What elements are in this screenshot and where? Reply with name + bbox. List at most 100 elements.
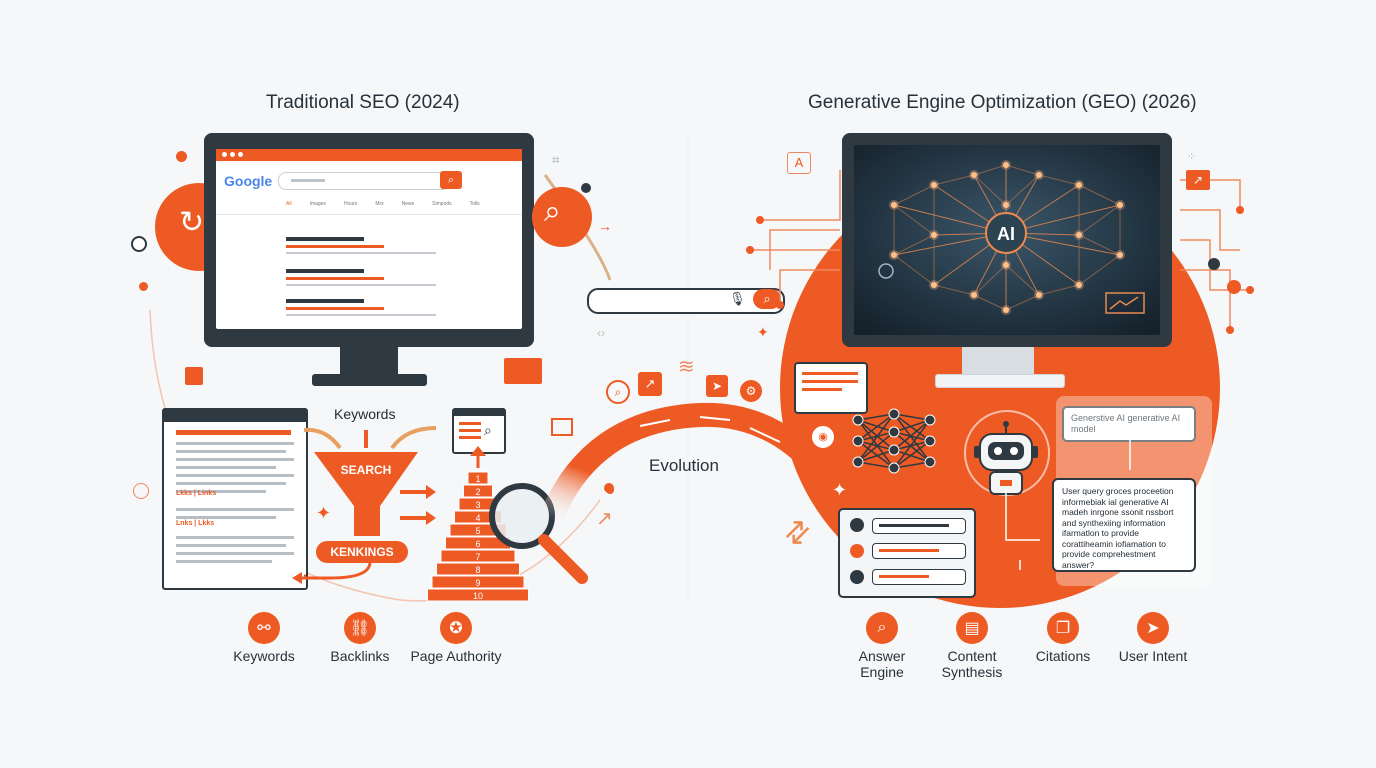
- tab-mrs[interactable]: Mrs: [375, 201, 384, 207]
- code-icon: ‹›: [597, 326, 605, 340]
- google-logo: Google: [224, 173, 273, 189]
- browser-window: Google ⌕ All Images Hours Mrs News Simpo…: [216, 149, 522, 329]
- network-node: [1076, 232, 1082, 238]
- microphone-icon: 🎙: [729, 291, 746, 306]
- network-node: [891, 202, 897, 208]
- browser-titlebar: [216, 149, 522, 161]
- rank-arrows: [400, 485, 436, 525]
- footer-item-page-authority: ✪: [440, 612, 472, 644]
- center-search-bar[interactable]: 🎙 ⌕: [587, 288, 785, 314]
- ladder-step: [427, 588, 529, 602]
- search-button[interactable]: ⌕: [753, 289, 781, 309]
- search-result[interactable]: [286, 269, 436, 286]
- network-node: [1003, 262, 1009, 268]
- orange-dot: [176, 151, 187, 162]
- orange-dot: [604, 483, 614, 493]
- search-input[interactable]: [278, 172, 450, 190]
- network-node: [891, 252, 897, 258]
- ai-label: AI: [997, 224, 1015, 244]
- tab-simpods[interactable]: Simpods: [432, 201, 452, 207]
- tab-all[interactable]: All: [286, 201, 292, 207]
- search-result[interactable]: [286, 237, 436, 254]
- network-node: [1003, 162, 1009, 168]
- footer-item-citations: ❐: [1047, 612, 1079, 644]
- search-icon: ⌕: [544, 195, 561, 228]
- monitor-base: [935, 374, 1065, 388]
- left-monitor: Google ⌕ All Images Hours Mrs News Simpo…: [204, 133, 534, 347]
- ladder-number: 2: [475, 487, 480, 497]
- neural-network-icon: [852, 408, 936, 474]
- expand-icon: ⌗: [552, 152, 560, 167]
- network-node: [1036, 172, 1042, 178]
- network-node: [1117, 202, 1123, 208]
- ladder-number: 6: [475, 539, 480, 549]
- fire-icon: ≋: [678, 356, 695, 378]
- connector-lines: [1005, 440, 1131, 570]
- nn-node: [852, 435, 864, 447]
- chat-list-card: [838, 508, 976, 598]
- gear-icon: ⚙: [740, 380, 762, 402]
- search-result[interactable]: [286, 299, 436, 316]
- sparkle-icon: ✦: [757, 324, 769, 340]
- ladder-step: [431, 575, 525, 589]
- tab-images[interactable]: Images: [309, 201, 326, 207]
- left-title: Traditional SEO (2024): [266, 92, 460, 113]
- answer-bubble: User query groces proceetion informebiak…: [1052, 478, 1196, 572]
- dots-icon: ⁘: [1187, 151, 1197, 163]
- monitor-neck: [340, 347, 398, 375]
- monitor-neck: [962, 347, 1034, 375]
- tab-news[interactable]: News: [401, 201, 415, 207]
- right-title: Generative Engine Optimization (GEO) (20…: [808, 92, 1197, 113]
- footer-label: Backlinks: [330, 648, 390, 664]
- monitor-base: [312, 374, 427, 386]
- arrow-up-icon: ↗: [596, 508, 613, 530]
- ladder-number: 5: [475, 526, 480, 536]
- chart-up-icon: ↗: [638, 372, 662, 396]
- ladder-step: [440, 549, 516, 563]
- dark-dot: [581, 183, 591, 193]
- chain-icon: ⛓: [344, 612, 376, 644]
- orange-dot: [1227, 280, 1241, 294]
- ladder-number: 9: [475, 578, 480, 588]
- keywords-label: Keywords: [334, 406, 396, 422]
- footer-label: Citations: [1035, 648, 1091, 664]
- footer-label: Page Authority: [410, 648, 502, 664]
- return-arrow: [292, 561, 372, 584]
- footer-label: User Intent: [1118, 648, 1188, 664]
- nn-node: [888, 426, 900, 438]
- doc-links: Lnks | Lkks: [176, 520, 215, 527]
- browser-tabs: All Images Hours Mrs News Simpods Tolls: [286, 201, 480, 207]
- seo-document: Lkks | Links Lnks | Lkks: [162, 408, 308, 590]
- network-node: [1076, 182, 1082, 188]
- ladder-number: 1: [475, 474, 480, 484]
- model-bubble: Generstive AI generative AI model: [1062, 406, 1196, 442]
- nn-node: [924, 435, 936, 447]
- link-icon: ⚯: [248, 612, 280, 644]
- sparkle-icon: ✦: [832, 480, 848, 500]
- send-icon: ➤: [1137, 612, 1169, 644]
- footer-label: Answer Engine: [858, 648, 906, 680]
- sparkle-icon: ✦: [316, 503, 332, 523]
- citation-icon: ❐: [1047, 612, 1079, 644]
- chat-icon: ◉: [810, 424, 836, 450]
- nn-node: [924, 414, 936, 426]
- ladder-number: 7: [475, 552, 480, 562]
- network-node: [1076, 282, 1082, 288]
- flag-icon: [185, 367, 203, 385]
- footer-item-keywords: ⚯: [248, 612, 280, 644]
- ladder-number: 4: [475, 513, 480, 523]
- center-search-circle: ⌕: [532, 187, 592, 247]
- keyword-funnel: SEARCH: [303, 426, 437, 578]
- network-node: [1003, 307, 1009, 313]
- link-icon: ↻: [179, 206, 205, 239]
- ladder-step: [467, 471, 489, 485]
- folder-icon: [504, 358, 542, 384]
- send-icon: ➤: [706, 375, 728, 397]
- search-button[interactable]: ⌕: [440, 171, 462, 189]
- search-icon: ⌕: [606, 380, 630, 404]
- document-icon: ▤: [956, 612, 988, 644]
- network-node: [931, 182, 937, 188]
- tab-tolls[interactable]: Tolls: [469, 201, 480, 207]
- robot-icon: [974, 421, 1038, 495]
- tab-hours[interactable]: Hours: [343, 201, 358, 207]
